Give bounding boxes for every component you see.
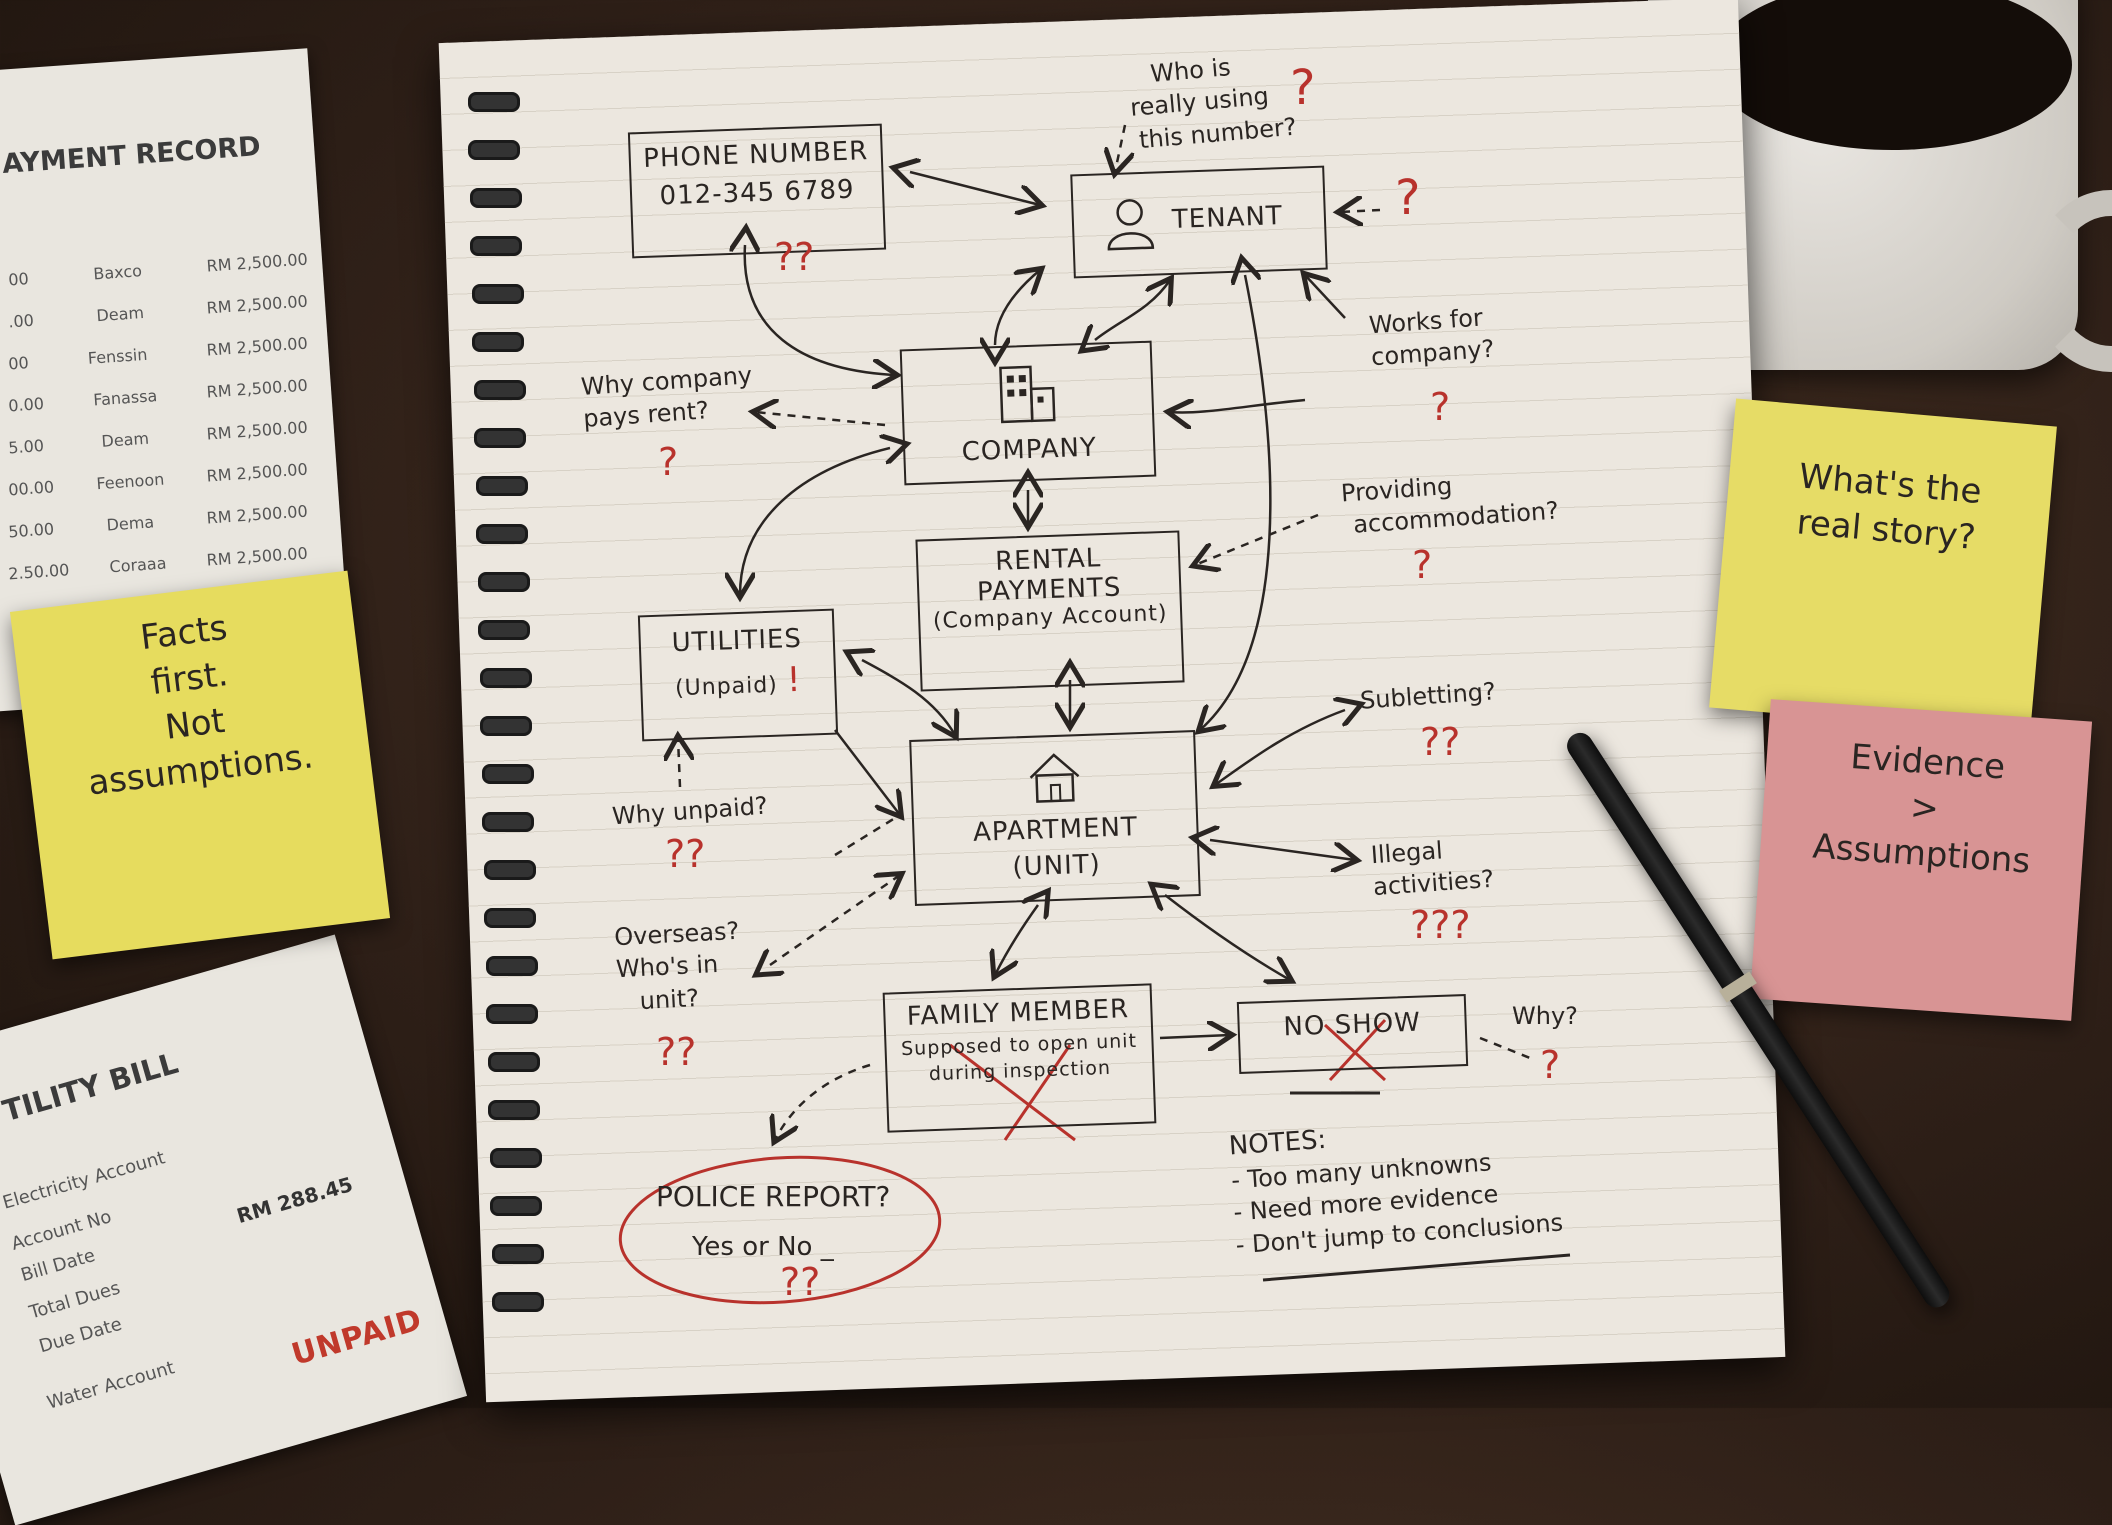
question-mark: ??? <box>1410 903 1471 947</box>
illegal-note: Illegal activities? <box>1370 836 1495 902</box>
apartment-box: APARTMENT (UNIT) <box>909 730 1201 906</box>
works-for-note: Works for company? <box>1368 303 1496 372</box>
alert-mark: ! <box>786 659 803 701</box>
family-member-box: FAMILY MEMBER Supposed to open unit duri… <box>882 983 1157 1133</box>
rental-payments-box: RENTAL PAYMENTS (Company Account) <box>915 530 1185 692</box>
police-report-line1: POLICE REPORT? <box>656 1180 891 1213</box>
question-mark: ? <box>658 440 679 484</box>
question-mark: ?? <box>656 1030 697 1074</box>
sticky-note-story: What's the real story? <box>1709 398 2057 736</box>
utilities-sub: (Unpaid) <box>674 672 779 702</box>
utilities-line1: UTILITIES <box>671 623 803 659</box>
phone-number-box: PHONE NUMBER 012-345 6789 <box>627 123 887 259</box>
notes-block: NOTES: - Too many unknowns - Need more e… <box>1228 1107 1564 1262</box>
no-show-box: NO SHOW <box>1236 994 1469 1074</box>
who-using-note: Who is really using this number? <box>1129 53 1298 155</box>
why-company-note: Why company pays rent? <box>580 361 754 434</box>
question-mark: ?? <box>774 235 815 279</box>
house-icon <box>1029 753 1080 803</box>
building-icon <box>999 365 1056 424</box>
question-mark: ? <box>1540 1043 1561 1087</box>
police-report-line2: Yes or No _ <box>692 1232 834 1262</box>
utilities-box: UTILITIES (Unpaid) ! <box>637 608 839 742</box>
apartment-sub: (UNIT) <box>1012 849 1102 883</box>
phone-number-value: 012-345 6789 <box>659 174 856 212</box>
question-mark: ? <box>1395 170 1421 226</box>
person-icon <box>1107 199 1155 251</box>
question-mark: ?? <box>1420 720 1461 764</box>
no-show-label: NO SHOW <box>1283 1007 1422 1043</box>
family-line2: during inspection <box>928 1056 1112 1086</box>
question-mark: ? <box>1412 543 1433 587</box>
police-report-question: ?? <box>780 1260 821 1304</box>
apartment-line1: APARTMENT <box>972 812 1139 848</box>
phone-number-title: PHONE NUMBER <box>642 136 869 174</box>
question-mark: ? <box>1290 60 1316 116</box>
overseas-note: Overseas? Who's in unit? <box>613 916 740 1015</box>
coffee <box>1712 0 2072 150</box>
tenant-label: TENANT <box>1171 201 1284 235</box>
company-box: COMPANY <box>899 340 1157 486</box>
family-title: FAMILY MEMBER <box>906 994 1130 1032</box>
company-label: COMPANY <box>961 432 1098 468</box>
question-mark: ? <box>1430 385 1451 429</box>
sticky-note-evidence: Evidence > Assumptions <box>1749 699 2093 1021</box>
diagram-arrows <box>618 124 1571 1305</box>
tenant-box: TENANT <box>1070 165 1328 279</box>
why-note: Why? <box>1512 1002 1578 1030</box>
question-mark: ?? <box>665 832 706 876</box>
